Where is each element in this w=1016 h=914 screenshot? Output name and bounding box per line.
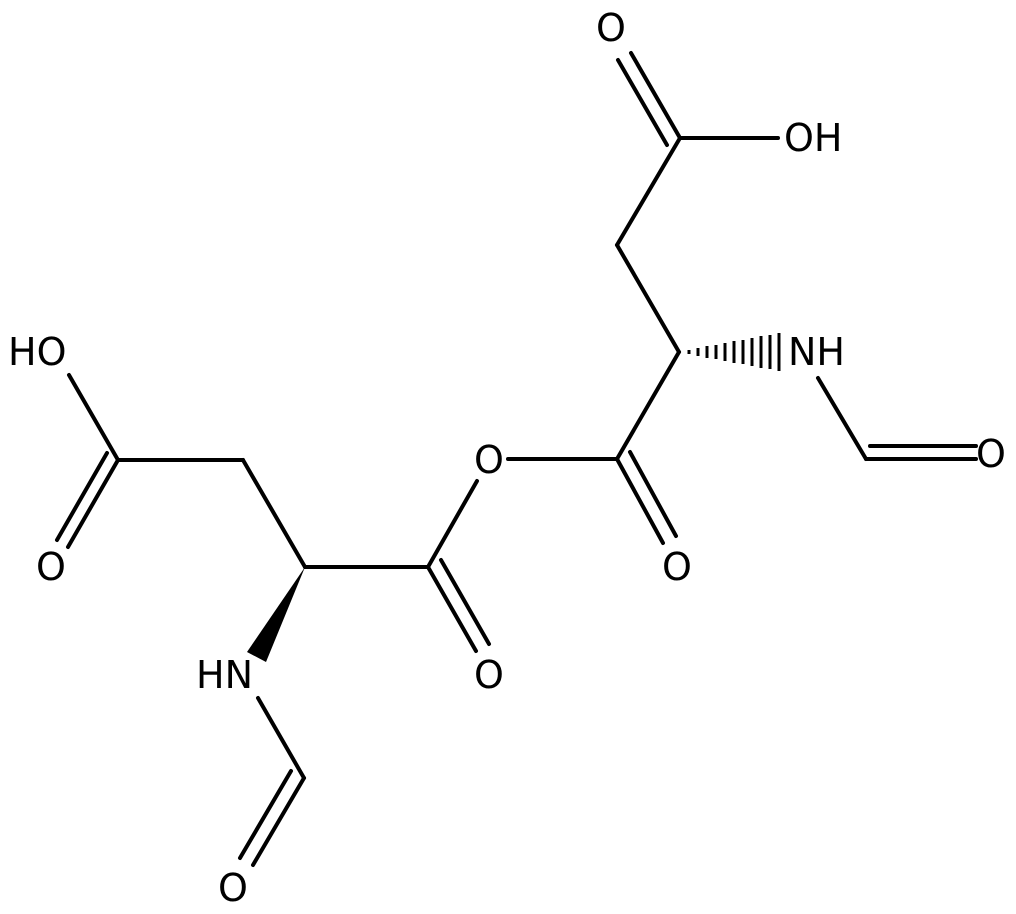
bond-ca-carbonyl-right [615, 350, 681, 461]
atom-label-o-left-acid: O [36, 545, 66, 589]
bond-c-oh-left [67, 373, 120, 462]
atom-label-o-left-carbonyl: O [474, 653, 504, 697]
bond-carbonyl-o-left-a [426, 565, 478, 653]
atom-label-o-formyl-left: O [218, 866, 248, 910]
bond-nh-formyl-left [256, 696, 306, 780]
bond-nh-formyl-right [816, 376, 868, 461]
bond-c-o-left-acid-a [66, 458, 120, 549]
atom-label-nh-left: HN [196, 653, 253, 697]
atom-label-o-right-carbonyl: O [662, 545, 692, 589]
solid-wedge-left [247, 567, 305, 662]
bond-formyl-o-left-a [251, 776, 306, 867]
bond-ch2-ca-right [615, 243, 681, 354]
bond-c-o-top-b [616, 58, 669, 147]
bond-ca-ch2-left [241, 458, 307, 569]
bond-bridge-o-carbonyl-left [426, 479, 479, 569]
bond-carbonyl-o-right-a [615, 457, 665, 545]
atom-label-nh-right: NH [788, 330, 845, 374]
bond-carbonyl-o-right-b [628, 450, 678, 538]
atom-label-o-top: O [596, 6, 626, 50]
bond-c-o-left-acid-b [55, 451, 109, 542]
hashed-wedge-right [687, 333, 781, 371]
atom-label-oh-left: HO [8, 330, 66, 374]
bond-carbonyl-o-left-b [439, 558, 491, 646]
bond-ch2-cooh-top [615, 136, 682, 247]
atom-label-o-bridge: O [474, 438, 504, 482]
bond-c-o-top-a [629, 51, 682, 140]
atom-label-oh-top: OH [784, 116, 842, 160]
bond-formyl-o-left-b [238, 769, 293, 860]
atom-label-o-formyl-right: O [976, 432, 1006, 476]
